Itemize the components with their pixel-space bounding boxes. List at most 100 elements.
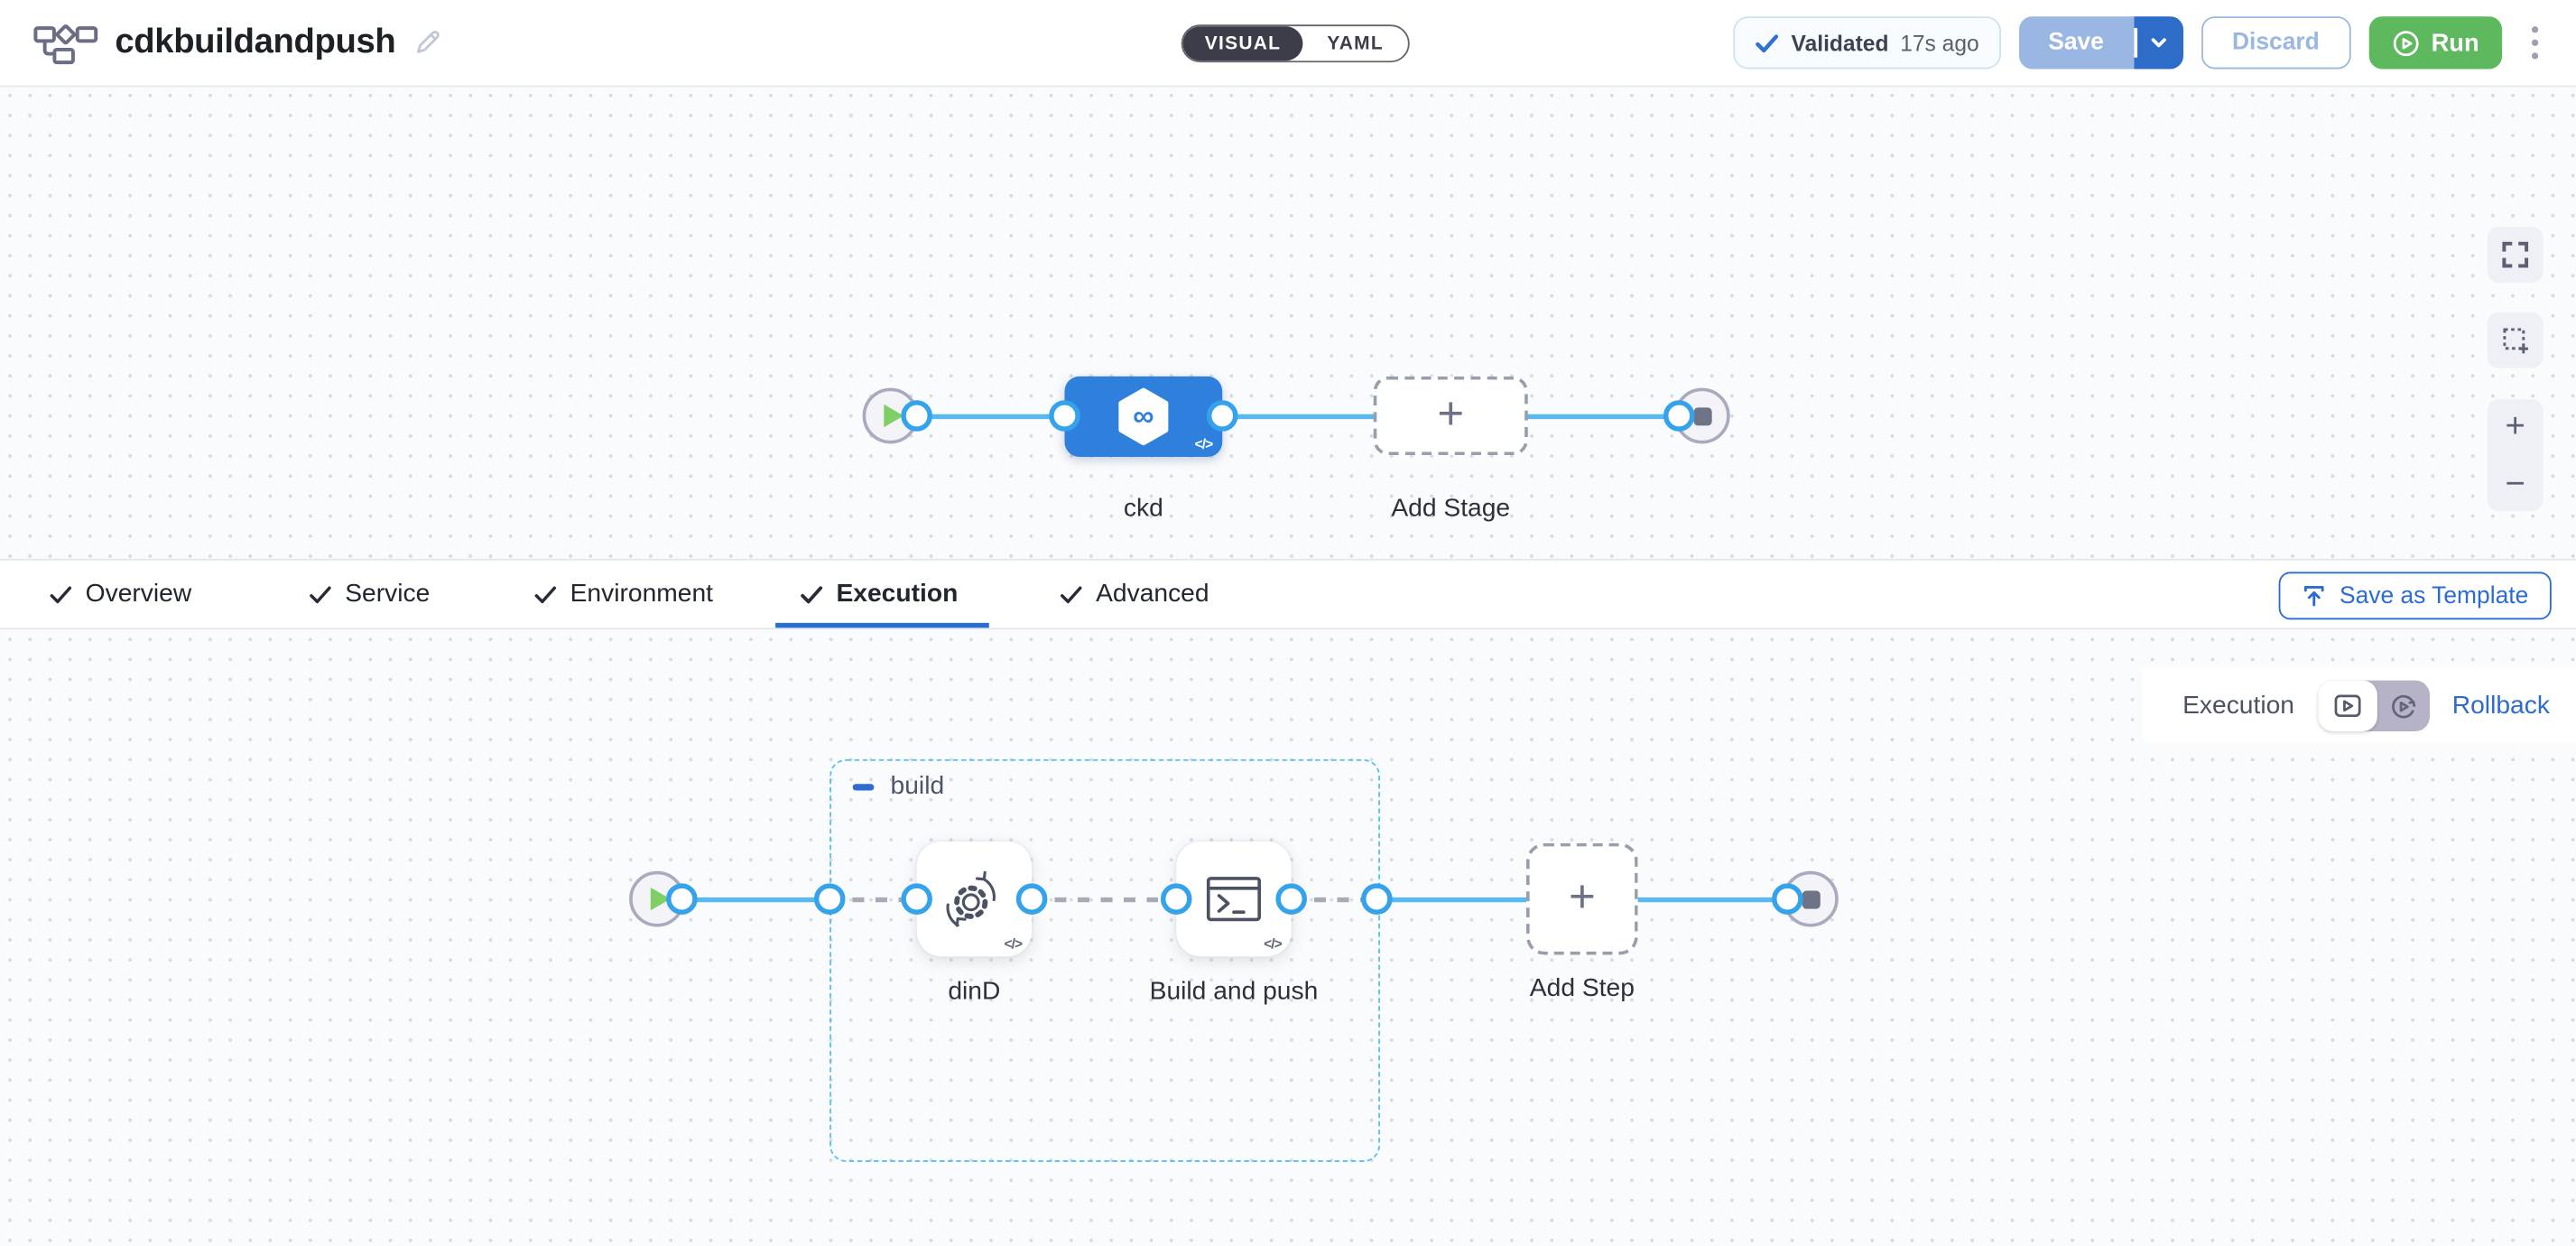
step-label: Build and push [1149, 978, 1319, 1006]
zoom-in-button[interactable]: + [2505, 407, 2525, 446]
code-glyph[interactable]: </> [1004, 934, 1024, 952]
check-icon [801, 585, 823, 603]
connector-port[interactable] [1049, 400, 1080, 432]
add-step-label: Add Step [1529, 974, 1635, 1003]
step-node-dind[interactable]: </> [916, 841, 1033, 957]
check-icon [1756, 33, 1779, 52]
select-region-button[interactable] [2487, 312, 2544, 368]
page-title: cdkbuildandpush [115, 23, 396, 61]
connector-port[interactable] [666, 883, 698, 915]
tab-advanced[interactable]: Advanced [1060, 561, 1209, 628]
save-options-button[interactable] [2133, 16, 2183, 70]
edit-pencil-icon[interactable] [412, 28, 442, 58]
execution-end-node [1782, 870, 1839, 927]
code-glyph[interactable]: </> [1194, 435, 1214, 452]
connector-port[interactable] [901, 400, 932, 432]
connector-line [916, 413, 1069, 419]
plus-icon: + [1568, 869, 1596, 922]
title-group: cdkbuildandpush [0, 16, 441, 69]
stage-tabs-bar: Overview Service Environment Execution A… [0, 558, 2576, 630]
validated-label: Validated [1791, 30, 1889, 55]
active-tab-underline [775, 622, 989, 628]
tab-environment[interactable]: Environment [534, 561, 713, 628]
add-stage-label: Add Stage [1391, 494, 1511, 523]
run-label: Run [2431, 28, 2479, 57]
execution-mode-label: Execution [2182, 691, 2294, 720]
connector-line-dashed [1291, 896, 1377, 902]
check-icon [1061, 585, 1082, 603]
run-step-terminal-icon [1206, 877, 1262, 922]
stage-label: ckd [1123, 494, 1163, 523]
tab-label: Service [345, 579, 431, 608]
pipeline-end-node [1673, 387, 1730, 444]
toggle-rollback-segment[interactable] [2377, 681, 2429, 731]
execution-canvas[interactable]: Execution Rollback [0, 629, 2576, 1246]
execution-mode-row: Execution Rollback [2143, 668, 2576, 743]
discard-button[interactable]: Discard [2201, 16, 2351, 70]
connector-port[interactable] [1275, 883, 1307, 915]
connector-port[interactable] [901, 883, 932, 915]
step-group-label: build [890, 772, 945, 801]
validated-time: 17s ago [1900, 30, 1979, 55]
start-play-icon [884, 404, 904, 428]
rollback-link[interactable]: Rollback [2451, 691, 2550, 720]
top-bar-actions: Validated 17s ago Save Discard Run [1733, 16, 2576, 70]
tab-service[interactable]: Service [309, 561, 430, 628]
tab-label: Execution [836, 579, 959, 608]
upload-template-icon [2303, 585, 2324, 607]
svg-text:∞: ∞ [1133, 399, 1154, 432]
add-step-button[interactable]: + [1525, 842, 1638, 955]
tab-label: Environment [570, 579, 713, 608]
step-label: dinD [948, 978, 1001, 1006]
tab-execution[interactable]: Execution [800, 561, 958, 628]
tab-label: Advanced [1096, 579, 1209, 608]
more-options-kebab-icon[interactable] [2520, 16, 2550, 69]
ci-stage-icon: ∞ [1118, 387, 1169, 446]
chevron-down-icon [2150, 38, 2166, 48]
connector-port[interactable] [1206, 400, 1238, 432]
marquee-select-icon [2502, 327, 2528, 353]
pipeline-icon [33, 24, 98, 65]
save-as-template-button[interactable]: Save as Template [2278, 572, 2552, 620]
top-bar: cdkbuildandpush VISUAL YAML Validated 17… [0, 0, 2576, 88]
visual-yaml-toggle: VISUAL YAML [1181, 24, 1410, 63]
start-play-icon [650, 887, 671, 911]
fullscreen-icon [2502, 241, 2529, 268]
code-glyph[interactable]: </> [1264, 934, 1283, 952]
run-play-icon [2393, 30, 2419, 56]
connector-port[interactable] [813, 883, 846, 915]
background-step-gear-icon [946, 870, 996, 927]
zoom-out-button[interactable]: − [2505, 465, 2525, 503]
validated-badge[interactable]: Validated 17s ago [1733, 16, 2001, 70]
connector-port[interactable] [1015, 883, 1048, 915]
connector-port[interactable] [1663, 400, 1695, 432]
run-button[interactable]: Run [2368, 16, 2503, 70]
connector-port[interactable] [1772, 883, 1803, 915]
check-icon [534, 585, 557, 603]
check-icon [50, 585, 72, 603]
step-group-build [829, 758, 1380, 1162]
execution-rollback-toggle [2317, 680, 2430, 731]
rollback-icon [2391, 694, 2415, 718]
connector-line [681, 896, 833, 902]
toggle-yaml[interactable]: YAML [1327, 33, 1384, 54]
stage-canvas[interactable]: ∞ </> + ckd Add Stage + − [0, 85, 2576, 559]
fullscreen-button[interactable] [2487, 227, 2544, 284]
stage-node-ckd[interactable]: ∞ </> [1064, 376, 1223, 458]
step-node-build-and-push[interactable]: </> [1176, 841, 1292, 957]
toggle-execution-segment[interactable] [2317, 680, 2377, 731]
toggle-visual[interactable]: VISUAL [1182, 26, 1303, 61]
connector-port[interactable] [1361, 883, 1393, 915]
zoom-controls: + − [2487, 399, 2544, 512]
connector-line-dashed [1032, 896, 1177, 902]
tab-overview[interactable]: Overview [50, 561, 191, 628]
add-stage-button[interactable]: + [1373, 376, 1528, 456]
check-icon [310, 585, 331, 603]
connector-line-dashed [829, 896, 917, 902]
save-button[interactable]: Save [2018, 16, 2134, 70]
connector-port[interactable] [1160, 883, 1192, 915]
collapse-group-icon[interactable] [852, 784, 875, 790]
end-stop-icon [1692, 406, 1711, 425]
